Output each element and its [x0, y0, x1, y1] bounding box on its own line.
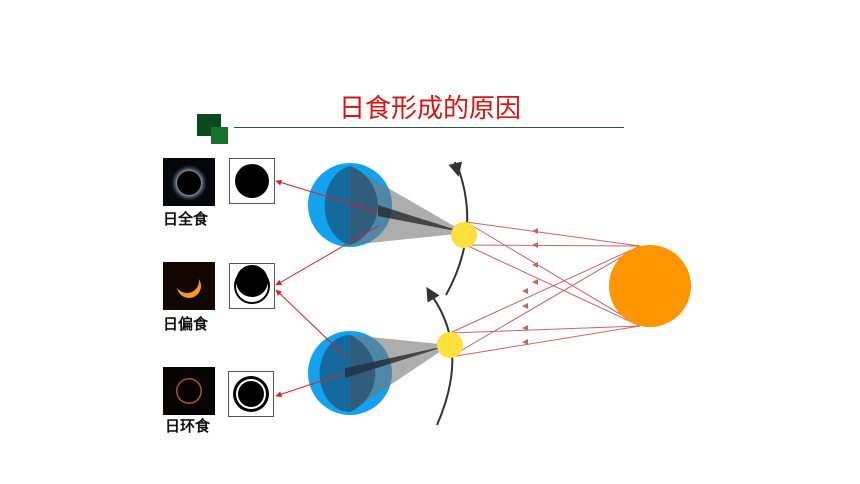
sun-rays — [449, 221, 641, 358]
title-underline — [234, 127, 624, 128]
moon-top — [451, 222, 477, 248]
moon-bottom — [437, 332, 463, 358]
annular-eclipse-icon — [228, 371, 274, 417]
sun — [609, 245, 691, 327]
earth-shadow-bottom — [319, 335, 376, 412]
earth-shadow-top — [324, 166, 378, 245]
partial-eclipse-icon — [229, 263, 275, 309]
umbra-top — [378, 205, 466, 233]
partial-eclipse-photo — [163, 262, 215, 310]
orbit-arc-bottom — [431, 295, 454, 426]
annular-eclipse-label: 日环食 — [165, 417, 211, 435]
total-eclipse-label: 日全食 — [163, 210, 209, 228]
partial-eclipse-label: 日偏食 — [163, 315, 209, 333]
pointer-lines — [275, 179, 379, 398]
page-title: 日食形成的原因 — [338, 94, 521, 124]
green-square-small-icon — [211, 127, 228, 144]
annular-eclipse-photo — [163, 367, 215, 415]
penumbra-bottom — [350, 335, 450, 412]
total-eclipse-photo — [163, 158, 215, 206]
total-eclipse-icon — [229, 158, 275, 204]
ray-arrowheads — [522, 228, 538, 345]
